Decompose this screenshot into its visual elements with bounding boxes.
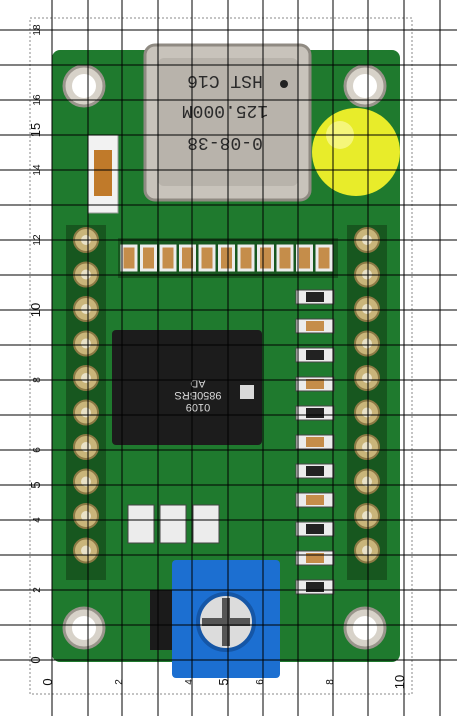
smd-part-body	[306, 437, 324, 447]
left-axis-tick-label: 8	[32, 377, 43, 383]
smd-capacitor	[257, 244, 274, 272]
bottom-axis-tick-label: 5	[216, 678, 231, 685]
left-axis-tick-label: 16	[32, 94, 43, 106]
smd-capacitor	[159, 244, 177, 272]
header-pin-hole	[81, 338, 91, 349]
bottom-axis-ticks: 0 2 4 5 6 8 10	[40, 675, 407, 689]
left-axis-tick-label: 10	[28, 303, 43, 317]
header-pin-hole	[362, 545, 372, 556]
left-axis-tick-label: 12	[32, 234, 43, 246]
oscillator-text-line-2: 125.000M	[182, 100, 268, 120]
smd-capacitor	[296, 244, 313, 272]
left-axis-tick-label: 0	[28, 656, 43, 663]
header-pin-hole	[362, 476, 372, 487]
bottom-axis-tick-label: 2	[114, 679, 125, 685]
smd-part-body	[306, 321, 324, 331]
smd-capacitor	[198, 244, 216, 272]
left-axis-tick-label: 5	[28, 481, 43, 488]
smd-capacitor	[315, 244, 333, 272]
smd-part-body	[306, 408, 324, 418]
left-axis-tick-label: 6	[32, 447, 43, 453]
right-pin-header	[347, 225, 387, 580]
bottom-axis-tick-label: 10	[392, 675, 407, 689]
smd-capacitor	[237, 244, 255, 272]
smd-capacitor	[179, 244, 196, 272]
chip-text-line-1: AD	[190, 377, 205, 389]
smd-part-body	[306, 350, 324, 360]
tantalum-capacitor	[87, 134, 119, 214]
bottom-axis-tick-label: 4	[184, 679, 195, 685]
trimmer-base	[150, 590, 172, 650]
bottom-axis-tick-label: 6	[255, 679, 266, 685]
header-pin-hole	[362, 338, 372, 349]
left-axis-tick-label: 4	[32, 517, 43, 523]
bottom-axis-tick-label: 0	[40, 678, 55, 685]
oscillator-text-line-1: HST C16	[187, 70, 263, 90]
smd-part-body	[306, 379, 324, 389]
led-yellow	[312, 108, 400, 196]
left-axis-tick-label: 14	[32, 164, 43, 176]
dds-chip	[112, 330, 262, 445]
bottom-axis-tick-label: 8	[325, 679, 336, 685]
smd-capacitor	[140, 244, 157, 272]
header-pin-hole	[362, 407, 372, 418]
header-pin-hole	[362, 373, 372, 383]
left-axis-ticks: 18 16 15 14 12 10 8 6 5 4 2 0	[28, 24, 43, 664]
left-axis-tick-label: 18	[32, 24, 43, 36]
smd-part-body	[306, 466, 324, 476]
mounting-holes	[62, 64, 387, 650]
chip-text-line-3: 0109	[186, 401, 210, 413]
smd-capacitor	[218, 244, 235, 272]
smd-part-body	[306, 524, 324, 534]
header-pin-hole	[362, 304, 372, 314]
left-axis-tick-label: 2	[32, 587, 43, 593]
header-pin-hole	[81, 545, 91, 556]
header-pin-hole	[81, 304, 91, 314]
bottom-resistors	[127, 504, 220, 544]
left-pin-header	[66, 225, 106, 580]
smd-part-body	[306, 495, 324, 505]
left-axis-tick-label: 15	[28, 123, 43, 137]
smd-part-body	[306, 582, 324, 592]
chip-text-line-2: 9850BRS	[174, 389, 221, 401]
frame-border	[29, 17, 413, 695]
header-pin-hole	[81, 407, 91, 418]
smd-capacitor	[120, 244, 138, 272]
header-pin-hole	[362, 511, 372, 521]
smd-part-body	[306, 292, 324, 302]
smd-part-body	[306, 553, 324, 563]
oscillator-text-line-3: 0-08-38	[187, 132, 263, 152]
smd-capacitor	[276, 244, 294, 272]
header-pin-hole	[81, 373, 91, 383]
